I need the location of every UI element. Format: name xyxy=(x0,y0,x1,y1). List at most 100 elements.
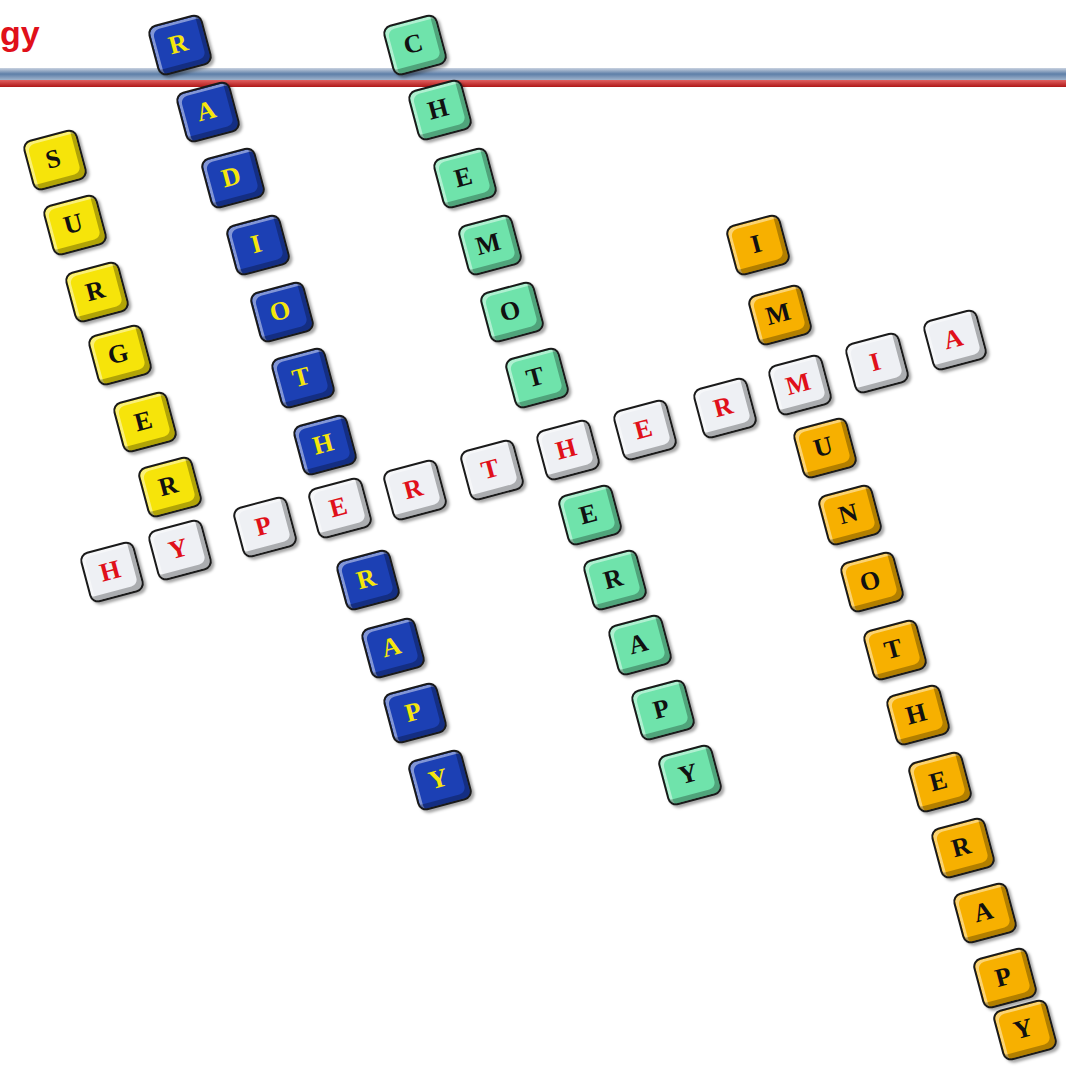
tile-letter: P xyxy=(992,962,1014,991)
tile-letter: H xyxy=(97,556,123,586)
white-tile: Y xyxy=(146,518,214,583)
green-tile: E xyxy=(431,146,499,211)
green-tile: C xyxy=(381,13,449,78)
white-tile: R xyxy=(691,376,759,441)
blue-tile: D xyxy=(199,146,267,211)
tile-letter: Y xyxy=(1011,1014,1036,1044)
white-tile: E xyxy=(306,476,374,541)
orange-tile: I xyxy=(724,213,792,278)
white-tile: H xyxy=(534,418,602,483)
blue-tile: Y xyxy=(406,748,474,813)
white-tile: I xyxy=(843,331,911,396)
tile-letter: S xyxy=(43,145,64,174)
blue-tile: H xyxy=(291,413,359,478)
green-tile: A xyxy=(606,613,674,678)
tile-letter: U xyxy=(811,432,836,462)
green-tile: P xyxy=(629,678,697,743)
tile-letter: A xyxy=(379,632,404,662)
tile-letter: Y xyxy=(676,759,701,789)
blue-tile: R xyxy=(146,13,214,78)
yellow-tile: S xyxy=(21,128,89,193)
tile-letter: O xyxy=(857,566,883,596)
yellow-tile: R xyxy=(136,455,204,520)
tile-letter: R xyxy=(156,471,181,501)
tile-letter: R xyxy=(601,564,626,594)
tile-letter: H xyxy=(310,429,336,459)
tile-letter: E xyxy=(576,499,599,529)
tile-letter: A xyxy=(971,897,996,927)
orange-tile: H xyxy=(884,683,952,748)
tile-letter: I xyxy=(748,230,765,258)
tile-letter: Y xyxy=(166,534,191,564)
tile-letter: N xyxy=(836,499,861,529)
tile-letter: R xyxy=(401,474,426,504)
white-tile: A xyxy=(921,308,989,373)
tile-letter: C xyxy=(401,29,426,59)
green-tile: H xyxy=(406,78,474,143)
orange-tile: O xyxy=(838,550,906,615)
tile-letter: R xyxy=(949,832,974,862)
tile-letter: A xyxy=(626,629,651,659)
green-tile: Y xyxy=(656,743,724,808)
tile-letter: T xyxy=(289,362,312,392)
tile-letter: E xyxy=(631,414,654,444)
orange-tile: M xyxy=(746,283,814,348)
header-rule-red xyxy=(0,80,1066,87)
white-tile: H xyxy=(78,540,146,605)
tile-letter: A xyxy=(194,96,219,126)
page-title: gy xyxy=(0,16,40,50)
blue-tile: I xyxy=(224,213,292,278)
orange-tile: N xyxy=(816,483,884,548)
yellow-tile: U xyxy=(41,193,109,258)
tile-letter: A xyxy=(941,324,966,354)
green-tile: M xyxy=(456,213,524,278)
green-tile: T xyxy=(503,346,571,411)
tile-letter: T xyxy=(478,454,501,484)
yellow-tile: G xyxy=(86,323,154,388)
tile-letter: P xyxy=(650,694,672,723)
orange-tile: R xyxy=(929,816,997,881)
tile-letter: D xyxy=(219,162,244,192)
tile-letter: R xyxy=(354,564,379,594)
tile-letter: M xyxy=(783,368,813,399)
yellow-tile: R xyxy=(63,260,131,325)
white-tile: E xyxy=(611,398,679,463)
tile-letter: E xyxy=(131,406,154,436)
orange-tile: A xyxy=(951,881,1019,946)
tile-letter: E xyxy=(326,492,349,522)
blue-tile: O xyxy=(248,280,316,345)
white-tile: P xyxy=(231,495,299,560)
green-tile: R xyxy=(581,548,649,613)
tile-letter: E xyxy=(451,162,474,192)
tile-letter: G xyxy=(105,339,131,369)
white-tile: T xyxy=(458,438,526,503)
blue-tile: A xyxy=(174,80,242,145)
tile-letter: P xyxy=(402,697,424,726)
tile-letter: H xyxy=(425,94,451,124)
tile-letter: O xyxy=(497,296,523,326)
white-tile: R xyxy=(381,458,449,523)
tile-letter: I xyxy=(867,348,884,376)
tile-letter: M xyxy=(473,228,503,259)
tile-letter: U xyxy=(61,209,86,239)
tile-letter: O xyxy=(267,296,293,326)
white-tile: M xyxy=(766,353,834,418)
tile-letter: I xyxy=(248,230,265,258)
orange-tile: T xyxy=(861,618,929,683)
blue-tile: T xyxy=(269,346,337,411)
tile-letter: M xyxy=(763,298,793,329)
blue-tile: R xyxy=(334,548,402,613)
tile-letter: Y xyxy=(426,764,451,794)
blue-tile: P xyxy=(381,681,449,746)
green-tile: O xyxy=(478,280,546,345)
orange-tile: E xyxy=(906,750,974,815)
tile-letter: H xyxy=(903,699,929,729)
blue-tile: A xyxy=(359,616,427,681)
tile-letter: T xyxy=(523,362,546,392)
orange-tile: U xyxy=(791,416,859,481)
tile-letter: R xyxy=(166,29,191,59)
tile-letter: H xyxy=(553,434,579,464)
green-tile: E xyxy=(556,483,624,548)
tile-letter: E xyxy=(926,766,949,796)
orange-tile: Y xyxy=(991,998,1059,1063)
